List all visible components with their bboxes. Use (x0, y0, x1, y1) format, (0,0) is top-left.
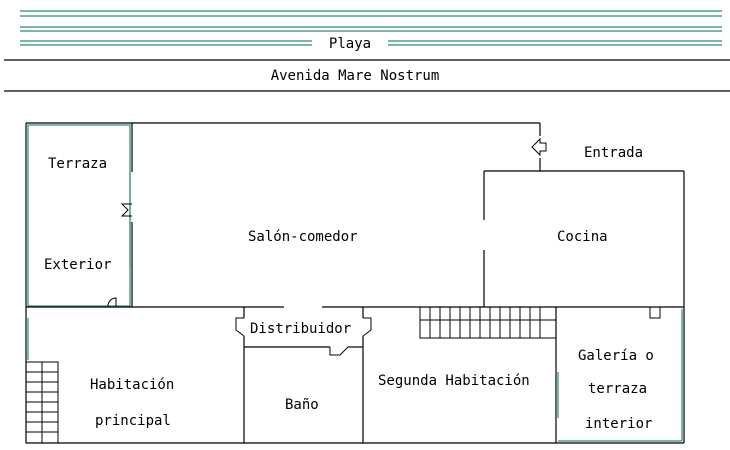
entrance-arrow-icon (531, 137, 547, 157)
terrace-corner-door-icon (107, 297, 117, 307)
living-dining-label: Salón-comedor (248, 229, 358, 245)
gallery-door-icon (649, 307, 661, 319)
bathroom-label: Baño (285, 397, 319, 413)
master-bedroom-label-line2: principal (95, 413, 171, 429)
avenue-lines (4, 59, 730, 92)
master-radiator-hatch-icon (25, 361, 59, 444)
beach-label: Playa (329, 36, 371, 52)
beach-lines (20, 10, 722, 46)
avenue-label: Avenida Mare Nostrum (271, 68, 440, 84)
master-bedroom-label-line1: Habitación (90, 377, 174, 393)
second-bedroom-label: Segunda Habitación (378, 373, 530, 389)
hallway-label: Distribuidor (250, 321, 351, 337)
entrance-label: Entrada (584, 145, 643, 161)
second-bedroom-door-icon (362, 317, 372, 337)
hallway-walls (243, 307, 364, 443)
master-bedroom-door-icon (235, 317, 245, 337)
gallery-label-line3: interior (585, 416, 652, 432)
gallery-label-line2: terraza (588, 381, 647, 397)
terrace-door-icon (120, 203, 132, 217)
radiator-hatch-icon (419, 306, 557, 339)
exterior-label: Exterior (44, 257, 111, 273)
gallery-label-line1: Galería o (578, 348, 654, 364)
outer-walls (25, 122, 685, 444)
kitchen-label: Cocina (557, 229, 608, 245)
terrace-glass (27, 123, 133, 307)
bathroom-door-icon (329, 346, 349, 356)
terrace-label: Terraza (48, 156, 107, 172)
